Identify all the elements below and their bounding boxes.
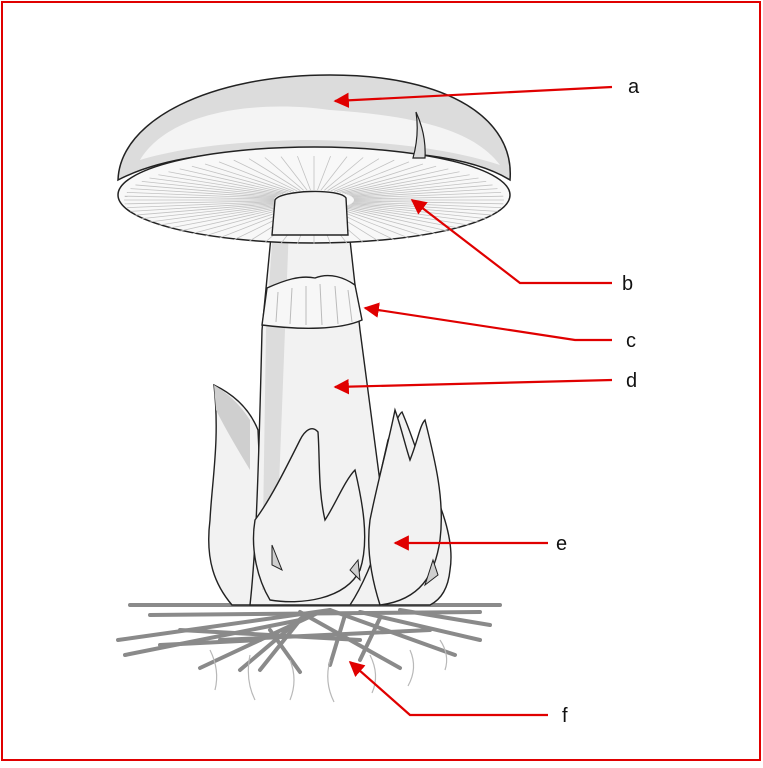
label-c: c (626, 330, 636, 352)
label-e: e (556, 533, 567, 555)
label-d: d (626, 370, 637, 392)
label-a: a (628, 76, 640, 98)
label-f: f (562, 705, 568, 727)
stem-top (272, 191, 348, 235)
label-b: b (622, 273, 633, 295)
